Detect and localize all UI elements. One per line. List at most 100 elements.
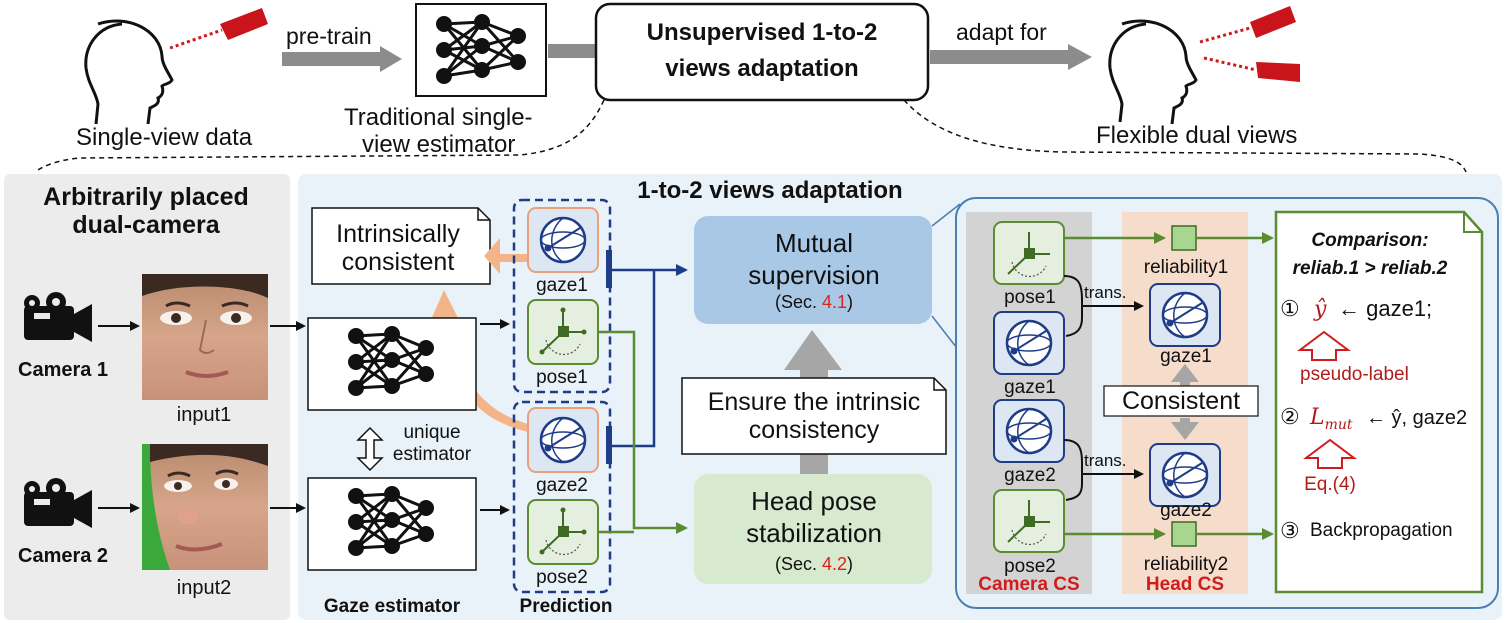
ensure-line1: Ensure the intrinsic — [708, 388, 921, 416]
consistent-double-arrow — [1171, 364, 1199, 440]
trans-label-2: trans. — [1084, 451, 1127, 470]
pseudo-label-text: pseudo-label — [1300, 364, 1409, 385]
intrinsic-line1: Intrinsically — [336, 220, 460, 248]
eq-reference: Eq.(4) — [1304, 474, 1356, 495]
dual-gaze-rays-icon — [1199, 6, 1300, 82]
comparison-title: Comparison: — [1311, 230, 1428, 251]
pretrain-label: pre-train — [286, 23, 372, 49]
consistent-label: Consistent — [1122, 387, 1240, 415]
estimator-label-line1: Traditional single- — [344, 104, 533, 131]
step1-text: ← gaze1; — [1338, 296, 1432, 321]
detail-pose1-box — [993, 221, 1065, 285]
step2-number: ② — [1280, 404, 1300, 429]
pose2-label: pose2 — [536, 567, 588, 588]
face-image-1 — [142, 274, 268, 400]
double-arrow-icon — [356, 426, 384, 472]
camera2-label: Camera 2 — [18, 545, 108, 567]
pose-to-stabilization-connector — [598, 330, 688, 534]
ensure-consistency-box — [681, 377, 947, 455]
detail-pose1-label: pose1 — [1004, 287, 1056, 308]
prediction-group-1 — [512, 198, 612, 394]
gaze-estimator-label: Gaze estimator — [324, 596, 461, 617]
comparison-box — [1274, 210, 1484, 594]
estimator-label-line2: view estimator — [362, 131, 515, 158]
detail-gaze1-label: gaze1 — [1004, 377, 1056, 398]
gaze-ray-icon — [169, 28, 223, 50]
mutual-line2: supervision — [748, 260, 880, 290]
detail-pose2-box — [993, 489, 1065, 553]
mutual-line1: Mutual — [775, 228, 853, 258]
unique-label-line2: estimator — [393, 444, 472, 465]
head-gaze1-label: gaze1 — [1160, 346, 1212, 367]
detail-link-top — [931, 203, 961, 227]
step2-loss: Lmut — [1309, 405, 1353, 433]
mutual-supervision-box — [694, 216, 932, 324]
adapt-for-arrow — [930, 44, 1092, 70]
reliability1-label: reliability1 — [1144, 257, 1228, 278]
estimator-box-2 — [307, 477, 477, 571]
head-line2: stabilization — [746, 518, 882, 548]
trans-brace-1 — [1063, 275, 1144, 337]
input1-label: input1 — [177, 404, 232, 426]
head-section-ref: (Sec. 4.2) — [775, 554, 853, 574]
gaze-sphere-icon — [539, 216, 587, 264]
mutual-section-ref: (Sec. 4.1) — [775, 292, 853, 312]
camera-cs-label: Camera CS — [978, 574, 1079, 595]
step2-text: ← ŷ, gaze2 — [1366, 407, 1467, 429]
prediction-label: Prediction — [520, 596, 613, 617]
adaptation-box — [594, 2, 930, 102]
gaze1-label: gaze1 — [536, 275, 588, 296]
step3-number: ③ — [1280, 518, 1300, 543]
head-pose-axes-icon — [539, 507, 587, 556]
head-silhouette-icon — [84, 19, 174, 125]
connector-bar — [548, 44, 600, 58]
head-silhouette-right-icon — [1108, 19, 1198, 125]
consistent-box — [1103, 385, 1259, 417]
head-pose-axes-icon — [539, 307, 587, 356]
adaptation-panel-title: 1-to-2 views adaptation — [637, 177, 902, 204]
input2-label: input2 — [177, 577, 232, 599]
eq-arrow-icon — [1303, 438, 1357, 469]
intrinsic-line2: consistent — [342, 248, 455, 276]
prediction-group-2 — [512, 400, 612, 594]
reliability2-node — [1171, 521, 1197, 547]
reliability1-node — [1171, 225, 1197, 251]
head-pose-stabilization-box — [694, 474, 932, 584]
unique-label-line1: unique — [403, 422, 460, 443]
adapt-for-label: adapt for — [956, 19, 1047, 45]
pose1-label: pose1 — [536, 367, 588, 388]
step1-yhat: ŷ — [1313, 297, 1327, 322]
head-gaze1-box — [1149, 283, 1221, 347]
network-icon-top — [415, 3, 547, 97]
face-image-2 — [142, 444, 268, 570]
camera-device-icon — [220, 8, 268, 40]
step1-number: ① — [1280, 296, 1300, 321]
detail-pose2-label: pose2 — [1004, 556, 1056, 577]
gaze-sphere-icon — [539, 416, 587, 464]
gaze-to-mutual-connector — [606, 250, 688, 464]
head-cs-label: Head CS — [1146, 574, 1224, 595]
step3-text: Backpropagation — [1310, 520, 1453, 541]
panel-title-line1: Arbitrarily placed — [43, 183, 249, 211]
panel-title-line2: dual-camera — [72, 211, 220, 239]
comparison-condition: reliab.1 > reliab.2 — [1293, 258, 1448, 279]
head-gaze2-label: gaze2 — [1160, 500, 1212, 521]
zoom-line-right — [903, 99, 1467, 173]
head-line1: Head pose — [751, 486, 877, 516]
detail-gaze2-label: gaze2 — [1004, 465, 1056, 486]
adaptation-box-line1: Unsupervised 1-to-2 — [647, 19, 878, 46]
camera1-label: Camera 1 — [18, 359, 108, 381]
single-view-label: Single-view data — [76, 124, 253, 151]
reliability2-label: reliability2 — [1144, 554, 1228, 575]
adaptation-box-line2: views adaptation — [665, 55, 858, 82]
ensure-line2: consistency — [749, 416, 880, 444]
head-gaze2-box — [1149, 443, 1221, 507]
pretrain-arrow — [282, 46, 402, 72]
detail-gaze2-box — [993, 399, 1065, 463]
gaze2-label: gaze2 — [536, 475, 588, 496]
trans-label-1: trans. — [1084, 283, 1127, 302]
trans-brace-2 — [1063, 439, 1144, 501]
detail-gaze1-box — [993, 311, 1065, 375]
video-camera-icon — [24, 478, 92, 528]
orange-arrow-gaze1 — [484, 238, 528, 274]
